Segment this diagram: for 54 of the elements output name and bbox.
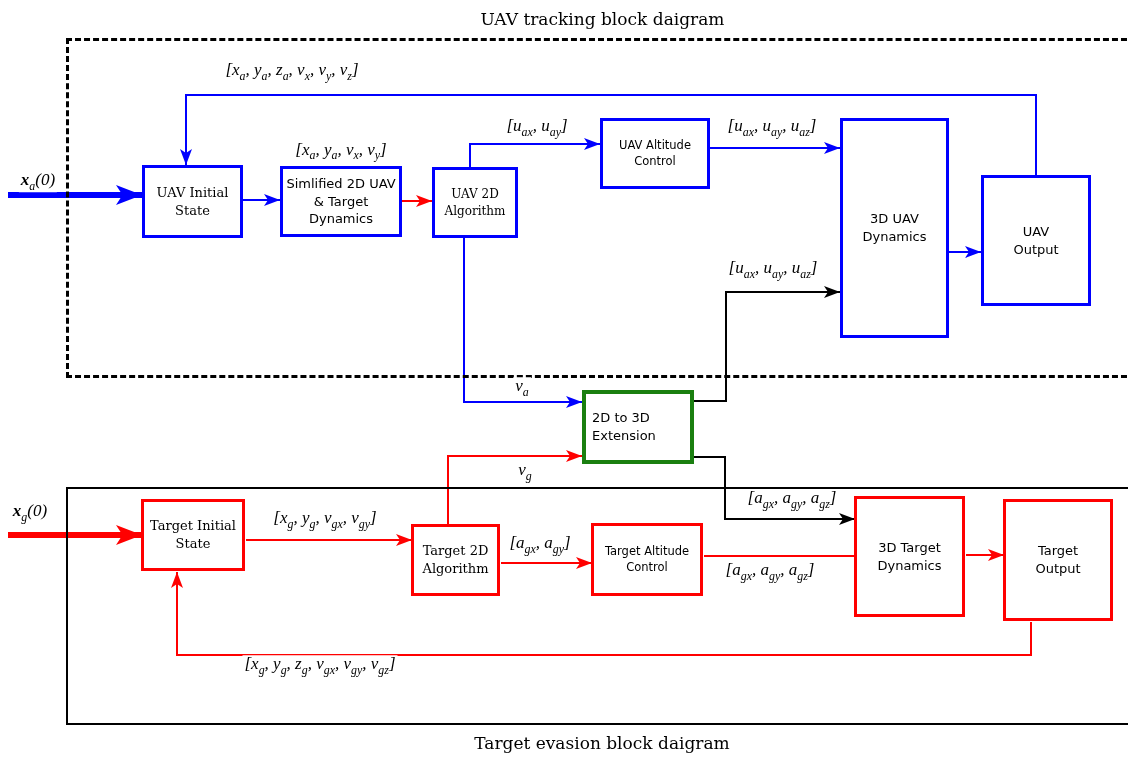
arrow xyxy=(245,534,413,546)
box-label: UAV Initial State xyxy=(155,183,230,220)
box-label: UAV Output xyxy=(1013,222,1059,259)
edge-label: v$_{a}$ xyxy=(513,377,531,399)
arrow xyxy=(709,142,841,154)
arrow xyxy=(401,195,433,207)
arrow xyxy=(965,549,1005,561)
arrow xyxy=(463,237,583,408)
arrow xyxy=(469,138,601,168)
box-label: 2D to 3D Extension xyxy=(592,409,657,445)
edge-label: x$_{g}$(0) xyxy=(10,502,50,524)
edge-label: [x$_{g}$, y$_{g}$, z$_{g}$, v$_{gx}$, v$_{gy}$, v$_{gz}$] xyxy=(242,655,398,677)
box-label: Simlified 2D UAV & Target Dynamics xyxy=(285,175,397,228)
process-box xyxy=(142,165,243,238)
arrow xyxy=(693,286,841,402)
process-box xyxy=(591,523,703,596)
arrow xyxy=(171,571,1032,656)
edge-label: [u$_{ax}$, u$_{ay}$] xyxy=(504,117,570,139)
box-label: Target Output xyxy=(1035,542,1081,578)
box-label: UAV Altitude Control xyxy=(618,138,692,169)
process-box xyxy=(582,390,694,464)
process-box xyxy=(840,118,949,338)
box-label: Target Initial State xyxy=(149,517,237,553)
box-label: Target 2D Algorithm xyxy=(421,542,490,578)
edge-label: [u$_{ax}$, u$_{ay}$, u$_{az}$] xyxy=(725,117,819,139)
arrow xyxy=(693,456,856,525)
edge-label: [a$_{gx}$, a$_{gy}$] xyxy=(507,534,573,556)
arrow xyxy=(8,525,142,545)
edge-label: [u$_{ax}$, u$_{ay}$, u$_{az}$] xyxy=(726,259,820,281)
arrow xyxy=(180,94,1037,176)
arrow xyxy=(948,246,982,258)
process-box xyxy=(411,524,500,596)
process-box xyxy=(600,118,710,189)
box-label: 3D UAV Dynamics xyxy=(862,210,927,246)
signal-label: [x$_{a}$, y$_{a}$, v$_{x}$, v$_{y}$] xyxy=(295,139,387,164)
edge-label: [x$_{g}$, y$_{g}$, v$_{gx}$, v$_{gy}$] xyxy=(271,509,379,531)
process-box xyxy=(141,499,245,571)
arrow xyxy=(500,557,593,569)
box-label: UAV 2D Algorithm xyxy=(443,186,507,219)
edge-label: [a$_{gx}$, a$_{gy}$, a$_{gz}$] xyxy=(745,489,839,511)
process-box xyxy=(981,175,1091,306)
edge-label: x$_{a}$(0) xyxy=(18,171,58,193)
arrow xyxy=(447,450,583,526)
process-box xyxy=(854,496,965,617)
arrow xyxy=(242,194,281,206)
region-title: UAV tracking block daigram xyxy=(480,9,725,29)
edge-label: [x$_{a}$, y$_{a}$, z$_{a}$, v$_{x}$, v$_{y}$, v$_{z}$] xyxy=(223,61,361,83)
process-box xyxy=(1003,499,1113,621)
process-box xyxy=(432,167,518,238)
region-title: Target evasion block daigram xyxy=(474,733,730,753)
box-label: Target Altitude Control xyxy=(603,544,691,575)
arrow xyxy=(8,185,142,205)
edge-label: [a$_{gx}$, a$_{gy}$, a$_{gz}$] xyxy=(723,561,817,583)
box-label: 3D Target Dynamics xyxy=(877,538,942,575)
